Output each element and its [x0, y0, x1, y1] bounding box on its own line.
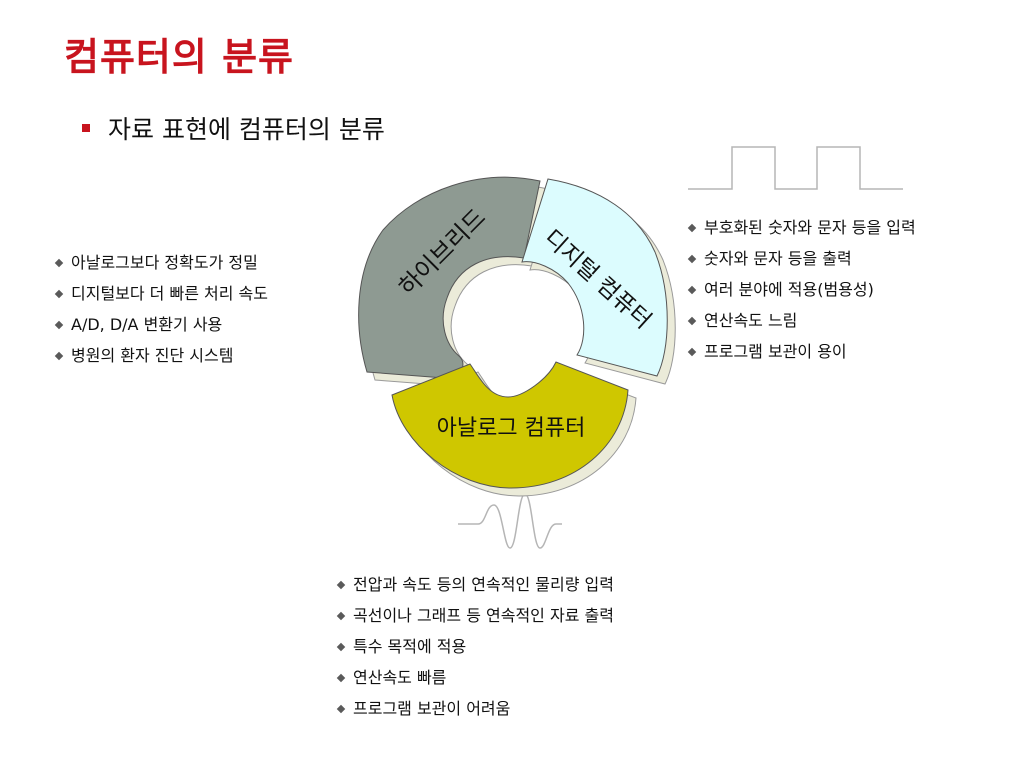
diamond-bullet-icon	[687, 223, 697, 233]
hybrid-feature-list: 아날로그보다 정확도가 정밀 디지털보다 더 빠른 처리 속도 A/D, D/A…	[54, 247, 268, 371]
diamond-bullet-icon	[54, 320, 64, 330]
list-item: 특수 목적에 적용	[336, 631, 614, 662]
analog-segment[interactable]	[391, 361, 629, 489]
diamond-bullet-icon	[336, 704, 346, 714]
diamond-bullet-icon	[687, 316, 697, 326]
diamond-bullet-icon	[54, 258, 64, 268]
list-item: 여러 분야에 적용(범용성)	[687, 274, 916, 305]
diamond-bullet-icon	[336, 642, 346, 652]
digital-signal-icon	[688, 146, 903, 190]
hybrid-segment[interactable]	[358, 176, 541, 380]
diamond-bullet-icon	[336, 673, 346, 683]
list-item: 전압과 속도 등의 연속적인 물리량 입력	[336, 569, 614, 600]
list-item: 부호화된 숫자와 문자 등을 입력	[687, 212, 916, 243]
list-item: 연산속도 빠름	[336, 662, 614, 693]
list-item: 프로그램 보관이 용이	[687, 336, 916, 367]
list-item: 디지털보다 더 빠른 처리 속도	[54, 278, 268, 309]
subtitle: 자료 표현에 컴퓨터의 분류	[82, 110, 385, 146]
diamond-bullet-icon	[687, 254, 697, 264]
list-item: 연산속도 느림	[687, 305, 916, 336]
square-bullet-icon	[82, 124, 90, 132]
digital-segment[interactable]	[521, 178, 668, 377]
diamond-bullet-icon	[336, 580, 346, 590]
list-item: 프로그램 보관이 어려움	[336, 693, 614, 724]
diamond-bullet-icon	[336, 611, 346, 621]
analog-signal-icon	[458, 493, 562, 549]
list-item: 곡선이나 그래프 등 연속적인 자료 출력	[336, 600, 614, 631]
list-item: 병원의 환자 진단 시스템	[54, 340, 268, 371]
diamond-bullet-icon	[54, 289, 64, 299]
diamond-bullet-icon	[687, 285, 697, 295]
analog-label: 아날로그 컴퓨터	[437, 416, 586, 441]
diamond-bullet-icon	[54, 351, 64, 361]
list-item: 아날로그보다 정확도가 정밀	[54, 247, 268, 278]
digital-feature-list: 부호화된 숫자와 문자 등을 입력 숫자와 문자 등을 출력 여러 분야에 적용…	[687, 212, 916, 367]
list-item: 숫자와 문자 등을 출력	[687, 243, 916, 274]
list-item: A/D, D/A 변환기 사용	[54, 309, 268, 340]
diamond-bullet-icon	[687, 347, 697, 357]
page-title: 컴퓨터의 분류	[64, 34, 294, 79]
analog-feature-list: 전압과 속도 등의 연속적인 물리량 입력 곡선이나 그래프 등 연속적인 자료…	[336, 569, 614, 724]
subtitle-text: 자료 표현에 컴퓨터의 분류	[108, 115, 385, 144]
